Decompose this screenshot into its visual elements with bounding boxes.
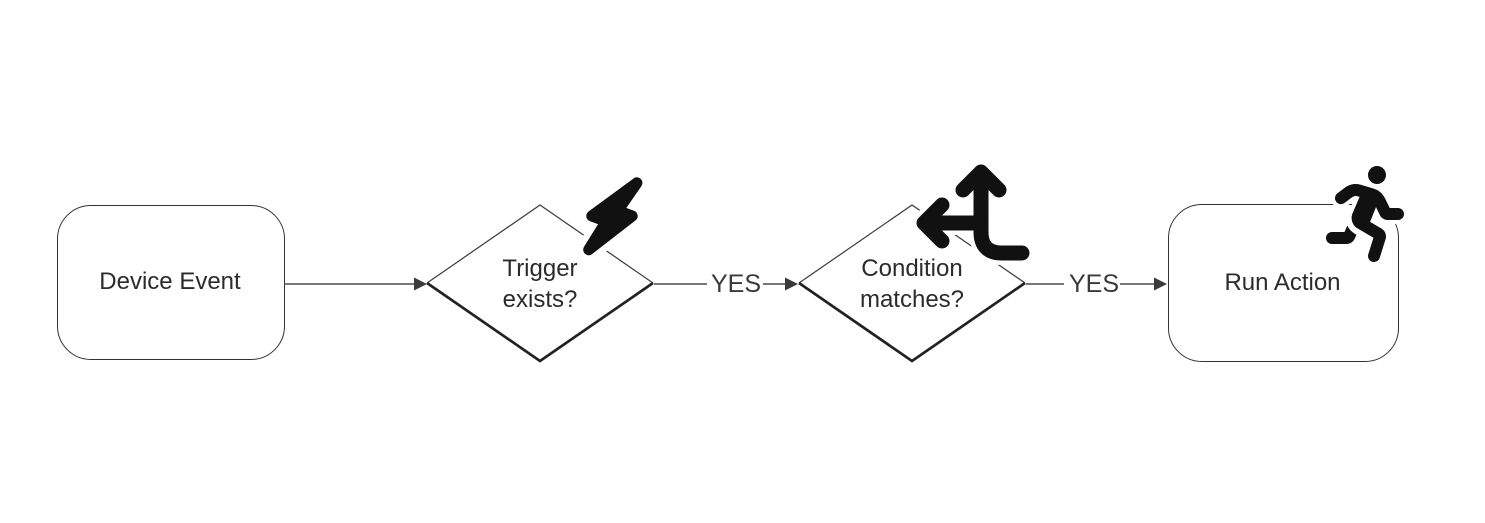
node-label-trigger-exists: Trigger exists?	[502, 255, 578, 313]
edge-device-to-trigger	[284, 277, 427, 291]
edge-label-yes: YES	[710, 269, 762, 298]
arrowhead-icon	[785, 277, 798, 291]
edge-label-yes: YES	[1068, 269, 1120, 298]
node-label-condition-matches: Condition matches?	[859, 255, 965, 313]
arrowhead-icon	[414, 277, 427, 291]
node-device-event	[57, 205, 285, 360]
arrowhead-icon	[1154, 277, 1167, 291]
node-label-device-event: Device Event	[99, 268, 241, 295]
node-label-run-action: Run Action	[1224, 268, 1341, 296]
